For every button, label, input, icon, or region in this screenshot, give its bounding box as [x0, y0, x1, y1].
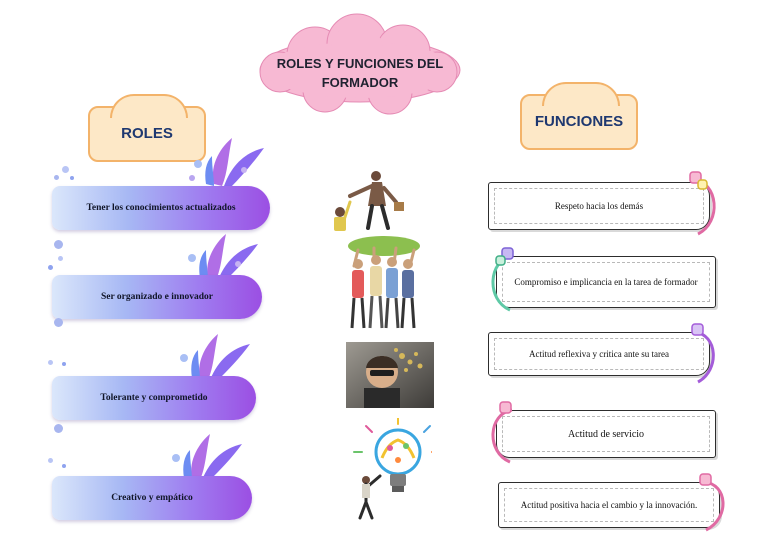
splash-decoration-icon [188, 234, 258, 282]
role-label: Tolerante y comprometido [100, 393, 208, 403]
decorative-dot [48, 265, 53, 270]
function-corner-swirl-icon [691, 323, 715, 384]
functions-header: FUNCIONES [520, 82, 638, 150]
decorative-dot [58, 256, 63, 261]
title-cloud: ROLES Y FUNCIONES DEL FORMADOR [245, 10, 475, 120]
function-card: Actitud de servicio [496, 410, 716, 458]
splash-decoration-icon [172, 434, 242, 482]
function-card: Respeto hacia los demás [488, 182, 710, 230]
decorative-dot [48, 458, 53, 463]
role-card: Tolerante y comprometido [52, 376, 256, 420]
decorative-dot [48, 360, 53, 365]
function-card-inner-border [494, 188, 704, 224]
functions-header-label: FUNCIONES [534, 113, 624, 130]
lightbulb-idea-icon [353, 418, 432, 520]
splash-decoration-icon [189, 138, 264, 188]
roles-column: Tener los conocimientos actualizados Ser… [48, 130, 282, 540]
function-card-inner-border [504, 488, 714, 522]
function-card: Compromiso e implicancia en la tarea de … [496, 256, 716, 308]
function-label: Respeto hacia los demás [554, 200, 644, 211]
decorative-dot [54, 318, 63, 327]
role-card: Creativo y empático [52, 476, 252, 520]
role-label: Ser organizado e innovador [101, 292, 213, 302]
function-card-inner-border [502, 262, 710, 302]
decorative-dot [62, 166, 69, 173]
role-card: Tener los conocimientos actualizados [52, 186, 270, 230]
splash-decoration-icon [180, 334, 250, 382]
function-label: Compromiso e implicancia en la tarea de … [514, 276, 698, 287]
decorative-dot [54, 175, 59, 180]
function-corner-swirl-icon [491, 401, 513, 464]
function-label: Actitud de servicio [567, 428, 645, 440]
roles-header: ROLES [88, 94, 206, 162]
decorative-dot [54, 424, 63, 433]
thinking-person-icon [346, 342, 434, 408]
person-illustration-icon [334, 171, 404, 231]
group-illustration-icon [348, 236, 420, 329]
function-card: Actitud positiva hacia el cambio y la in… [498, 482, 720, 528]
role-label: Creativo y empático [111, 493, 193, 503]
role-label: Tener los conocimientos actualizados [86, 203, 236, 213]
function-label: Actitud positiva hacia el cambio y la in… [520, 499, 698, 510]
function-corner-swirl-icon [491, 247, 514, 312]
decorative-dot [62, 464, 66, 468]
roles-header-label: ROLES [121, 125, 173, 142]
decorative-dot [54, 240, 63, 249]
function-card: Actitud reflexiva y critica ante su tare… [488, 332, 710, 376]
decorative-dot [70, 176, 74, 180]
role-card: Ser organizado e innovador [52, 275, 262, 319]
function-card-inner-border [494, 338, 704, 370]
cloud-shape [259, 13, 461, 115]
decorative-dot [62, 362, 66, 366]
page-title: ROLES Y FUNCIONES DEL FORMADOR [276, 56, 444, 90]
function-card-inner-border [502, 416, 710, 452]
function-corner-swirl-icon [699, 473, 725, 532]
function-label: Actitud reflexiva y critica ante su tare… [529, 348, 669, 359]
function-corner-swirl-icon [689, 171, 716, 236]
